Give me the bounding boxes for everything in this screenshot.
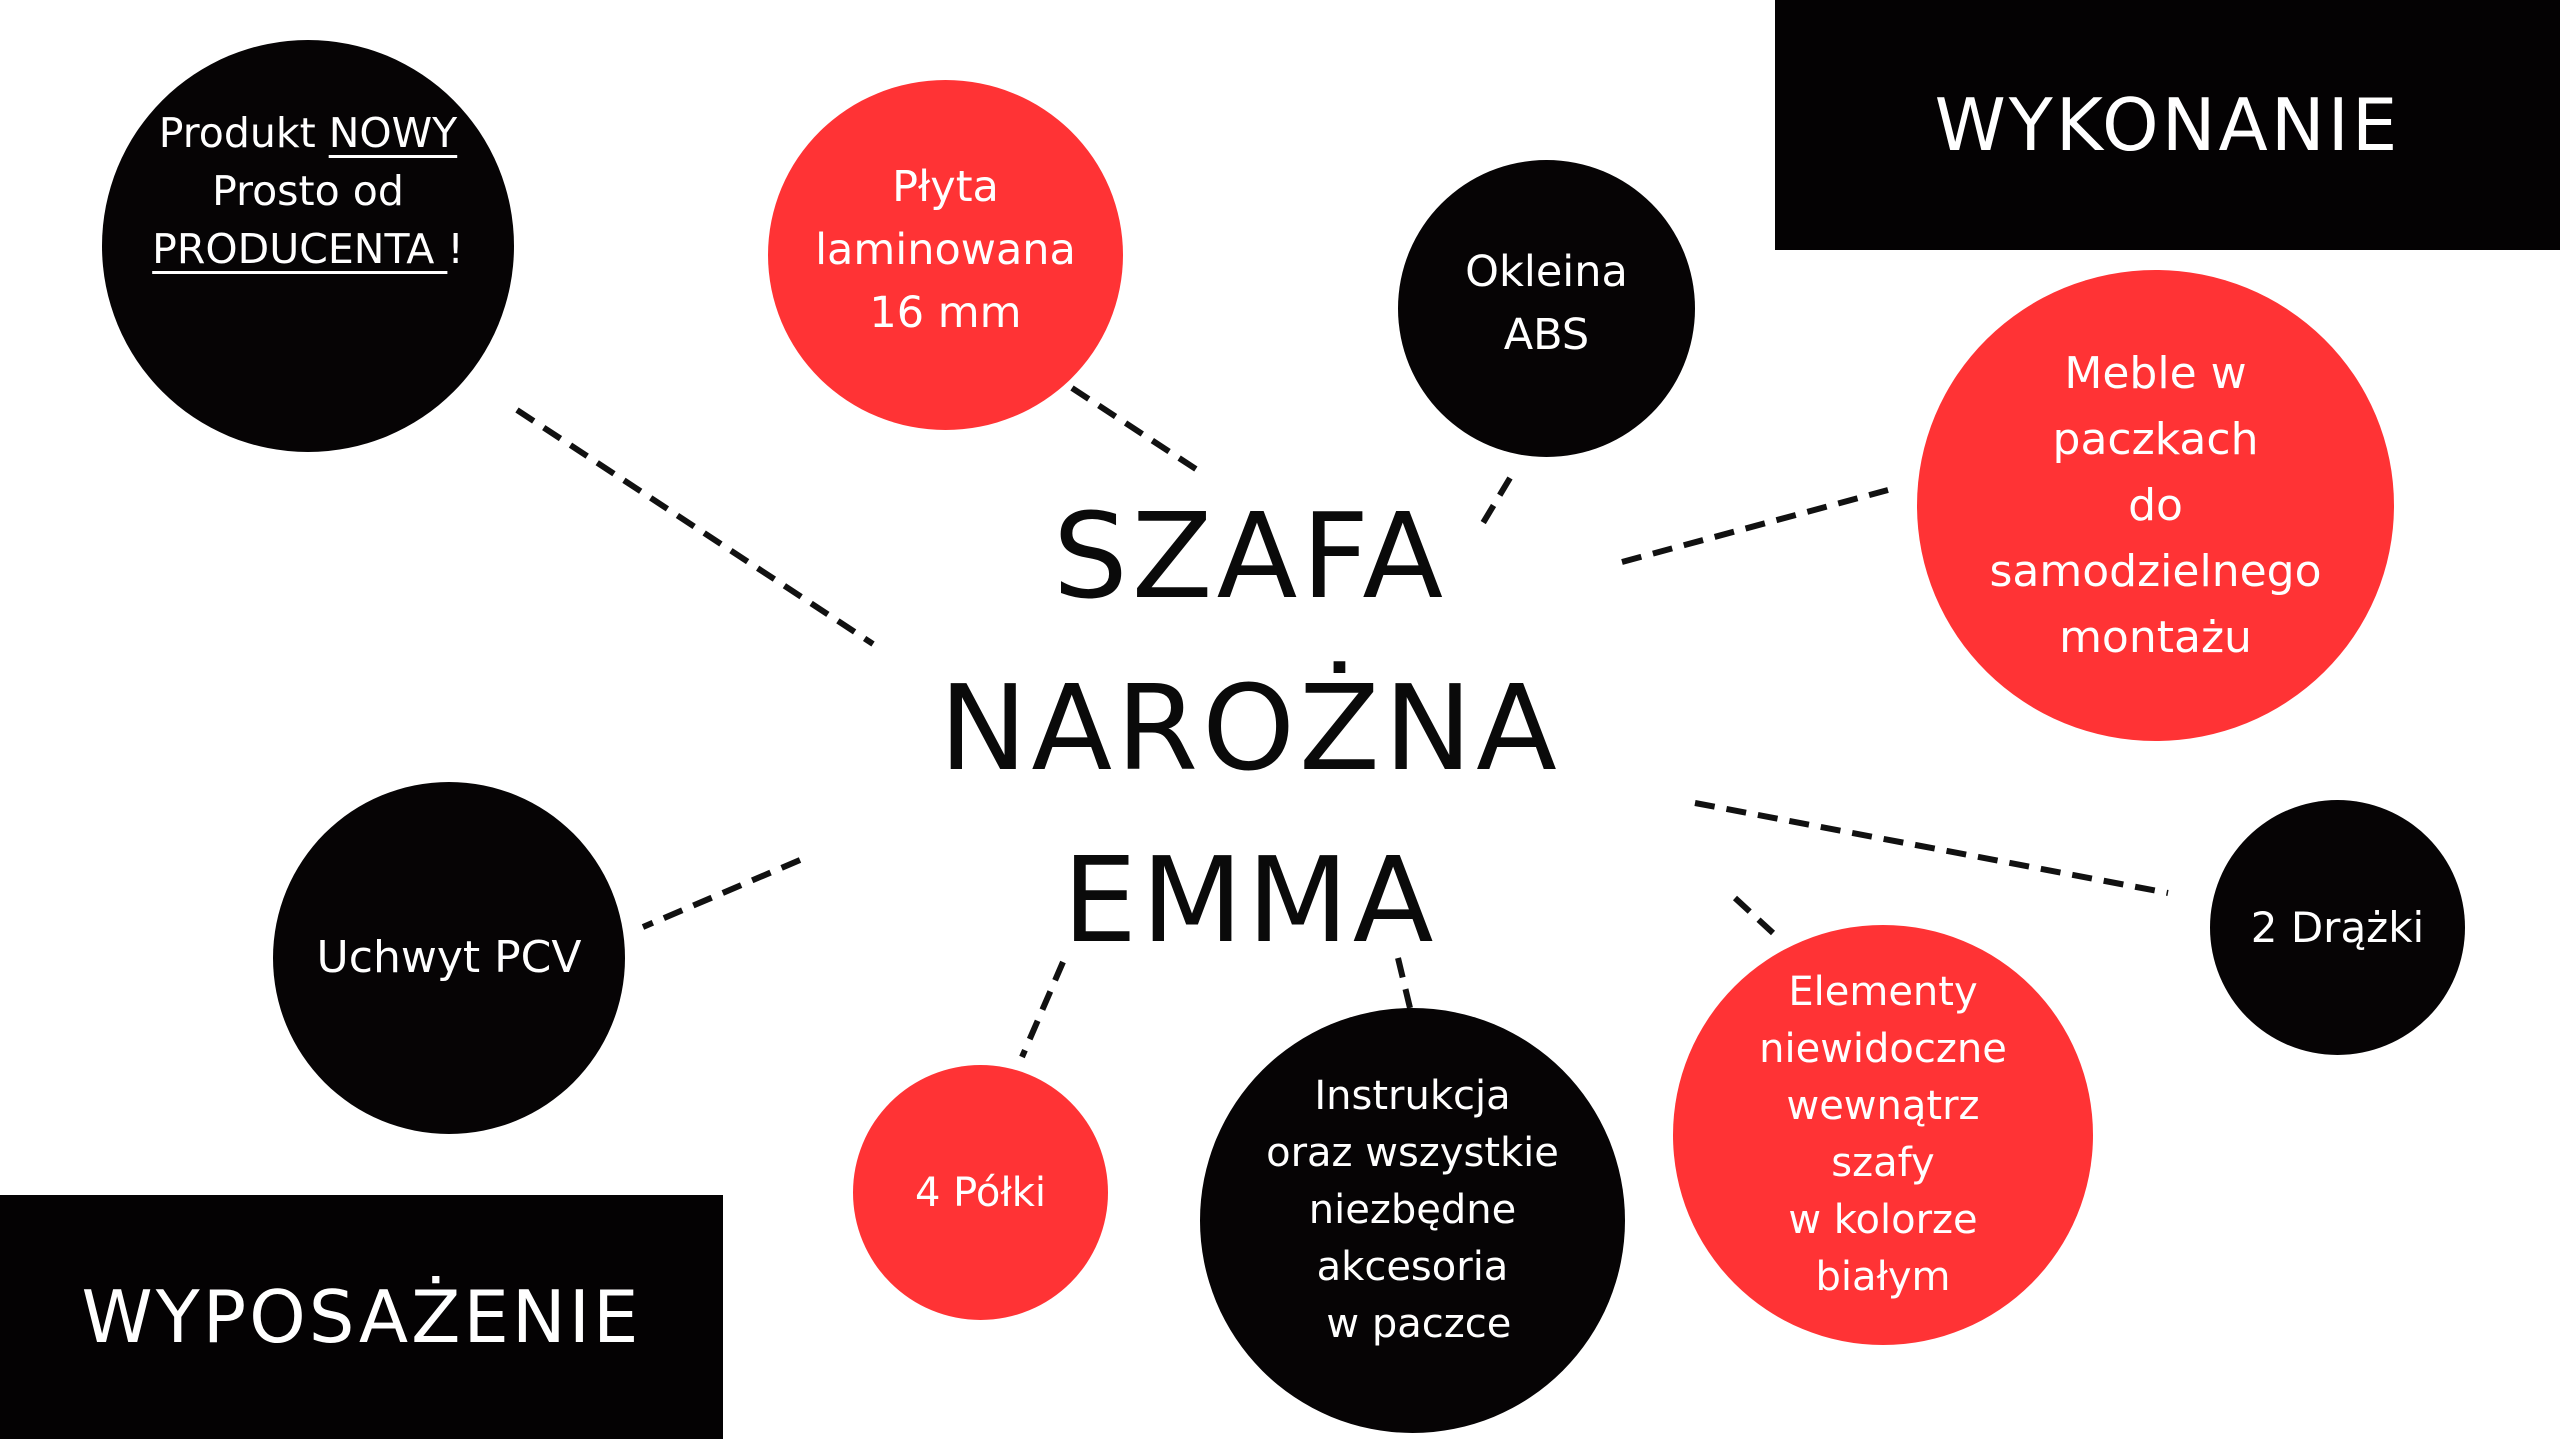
wyposazenie-text: WYPOSAŻENIE (81, 1275, 642, 1359)
plyta-line-3: 16 mm (869, 287, 1022, 338)
produkt-nowy: NOWY (328, 109, 458, 157)
instrukcja-line-2: oraz wszystkie (1266, 1130, 1559, 1176)
wyposazenie-label: WYPOSAŻENIE (0, 1195, 723, 1439)
elementy-line-6: białym (1815, 1254, 1951, 1300)
bubble-okleina: Okleina ABS (1398, 160, 1695, 457)
instrukcja-line-4: akcesoria (1316, 1244, 1509, 1290)
produkt-suffix: ! (447, 225, 464, 273)
connector-produkt (515, 407, 875, 647)
bubble-produkt: Produkt NOWY Prosto od PRODUCENTA ! (102, 40, 514, 452)
elementy-line-5: w kolorze (1788, 1197, 1978, 1243)
connector-instrukcja (1395, 957, 1413, 1009)
title-line-3: EMMA (1062, 831, 1438, 969)
bubble-plyta: Płyta laminowana 16 mm (768, 80, 1123, 430)
produkt-line-3: PRODUCENTA ! (152, 220, 464, 278)
instrukcja-line-3: niezbędne (1308, 1187, 1517, 1233)
plyta-line-1: Płyta (892, 161, 999, 212)
plyta-line-2: laminowana (815, 224, 1076, 275)
okleina-line-1: Okleina (1465, 246, 1628, 297)
bubble-instrukcja: Instrukcja oraz wszystkie niezbędne akce… (1200, 1008, 1625, 1433)
connector-uchwyt (641, 857, 802, 930)
uchwyt-line-1: Uchwyt PCV (316, 932, 582, 983)
main-title: SZAFA NAROŻNA EMMA (840, 470, 1660, 986)
okleina-line-2: ABS (1503, 309, 1590, 360)
meble-line-1: Meble w (2064, 347, 2247, 399)
instrukcja-line-1: Instrukcja (1314, 1073, 1511, 1119)
elementy-line-1: Elementy (1788, 969, 1978, 1015)
meble-line-3: do (2128, 479, 2183, 531)
bubble-meble: Meble w paczkach do samodzielnego montaż… (1917, 270, 2394, 741)
bubble-uchwyt: Uchwyt PCV (273, 782, 625, 1134)
connector-plyta (1070, 385, 1207, 478)
produkt-line-2: Prosto od (212, 167, 404, 215)
elementy-line-3: wewnątrz (1786, 1083, 1980, 1129)
produkt-prefix: Produkt (158, 109, 329, 157)
produkt-producenta: PRODUCENTA (152, 225, 448, 273)
elementy-line-4: szafy (1831, 1140, 1935, 1186)
meble-line-2: paczkach (2052, 413, 2259, 465)
bubble-polki: 4 Półki (853, 1065, 1108, 1320)
wykonanie-label: WYKONANIE (1775, 0, 2560, 250)
instrukcja-line-5: w paczce (1313, 1301, 1512, 1347)
produkt-line-1: Produkt NOWY (159, 104, 457, 162)
elementy-line-2: niewidoczne (1759, 1026, 2007, 1072)
bubble-drazki: 2 Drążki (2210, 800, 2465, 1055)
polki-line-1: 4 Półki (915, 1169, 1046, 1216)
bubble-elementy: Elementy niewidoczne wewnątrz szafy w ko… (1673, 925, 2093, 1345)
title-line-2: NAROŻNA (939, 659, 1561, 797)
connector-elementy (1732, 895, 1776, 936)
connector-okleina (1477, 476, 1513, 530)
drazki-line-1: 2 Drążki (2250, 902, 2425, 952)
wykonanie-text: WYKONANIE (1934, 83, 2401, 167)
meble-line-4: samodzielnego (1989, 545, 2322, 597)
title-line-1: SZAFA (1052, 487, 1448, 625)
connector-meble (1621, 487, 1889, 565)
connector-polki (1019, 960, 1066, 1059)
connector-drazki (1694, 800, 2169, 896)
meble-line-5: montażu (2059, 611, 2252, 663)
